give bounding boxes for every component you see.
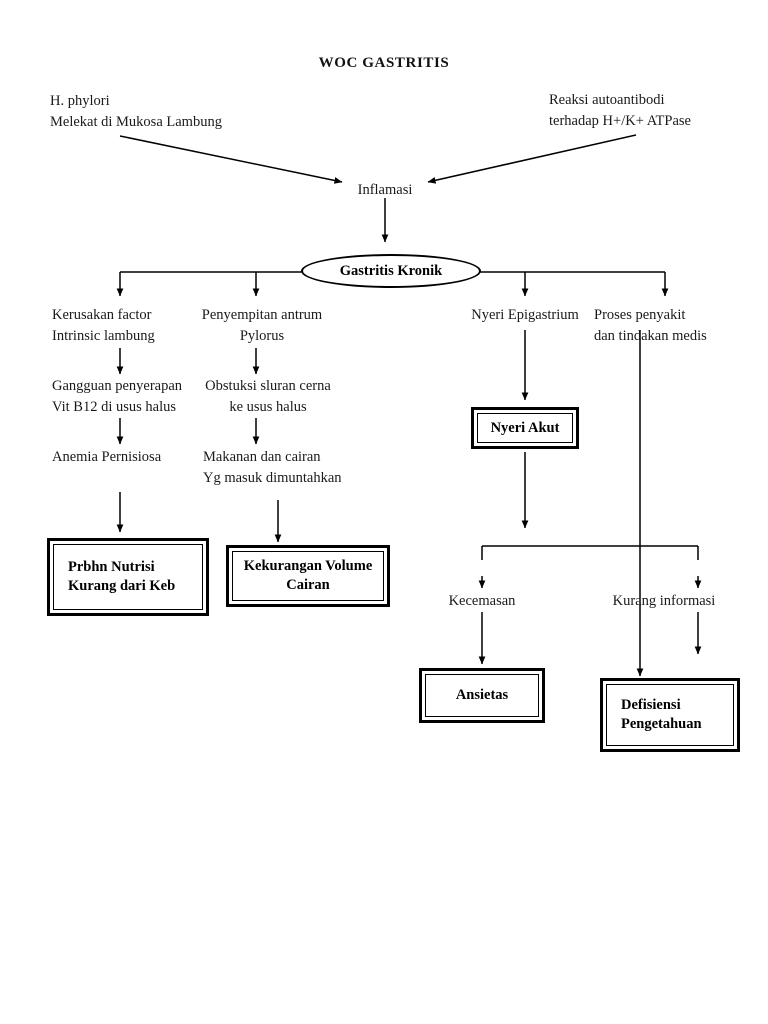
box-prbhn-nutrisi-label: Prbhn Nutrisi Kurang dari Keb — [53, 544, 203, 610]
page-title: WOC GASTRITIS — [318, 55, 450, 71]
box-kekurangan-volume-cairan: Kekurangan Volume Cairan — [226, 545, 390, 607]
node-kerusakan-factor: Kerusakan factor Intrinsic lambung — [52, 307, 155, 344]
node-kecemasan: Kecemasan — [448, 593, 516, 609]
box-defisiensi-pengetahuan-label: Defisiensi Pengetahuan — [606, 684, 734, 746]
box-ansietas: Ansietas — [419, 668, 545, 723]
box-defisiensi-pengetahuan: Defisiensi Pengetahuan — [600, 678, 740, 752]
node-nyeri-epigastrium: Nyeri Epigastrium — [471, 307, 579, 323]
box-nyeri-akut-label: Nyeri Akut — [477, 413, 573, 443]
node-makanan-dan-cairan: Makanan dan cairan Yg masuk dimuntahkan — [203, 449, 342, 486]
node-gastritis-kronik: Gastritis Kronik — [301, 254, 481, 288]
box-kekurangan-volume-cairan-label: Kekurangan Volume Cairan — [232, 551, 384, 601]
box-prbhn-nutrisi: Prbhn Nutrisi Kurang dari Keb — [47, 538, 209, 616]
box-nyeri-akut: Nyeri Akut — [471, 407, 579, 449]
box-ansietas-label: Ansietas — [425, 674, 539, 717]
node-gastritis-kronik-label: Gastritis Kronik — [339, 262, 443, 279]
node-obstuksi-sluran-cerna: Obstuksi sluran cerna ke usus halus — [205, 378, 331, 415]
node-proses-penyakit: Proses penyakit dan tindakan medis — [594, 307, 707, 344]
node-penyempitan-antrum: Penyempitan antrum Pylorus — [201, 307, 323, 344]
node-kurang-informasi: Kurang informasi — [612, 593, 716, 609]
edge-autoantibodi-to-inflamasi — [427, 134, 637, 184]
node-gangguan-penyerapan: Gangguan penyerapan Vit B12 di usus halu… — [52, 378, 183, 415]
node-inflamasi: Inflamasi — [357, 182, 413, 198]
edge-hphylori-to-inflamasi — [119, 135, 343, 184]
node-anemia-pernisiosa: Anemia Pernisiosa — [52, 449, 162, 465]
node-reaksi-autoantibodi: Reaksi autoantibodi terhadap H+/K+ ATPas… — [549, 92, 691, 129]
node-h-phylori: H. phylori Melekat di Mukosa Lambung — [50, 93, 222, 130]
